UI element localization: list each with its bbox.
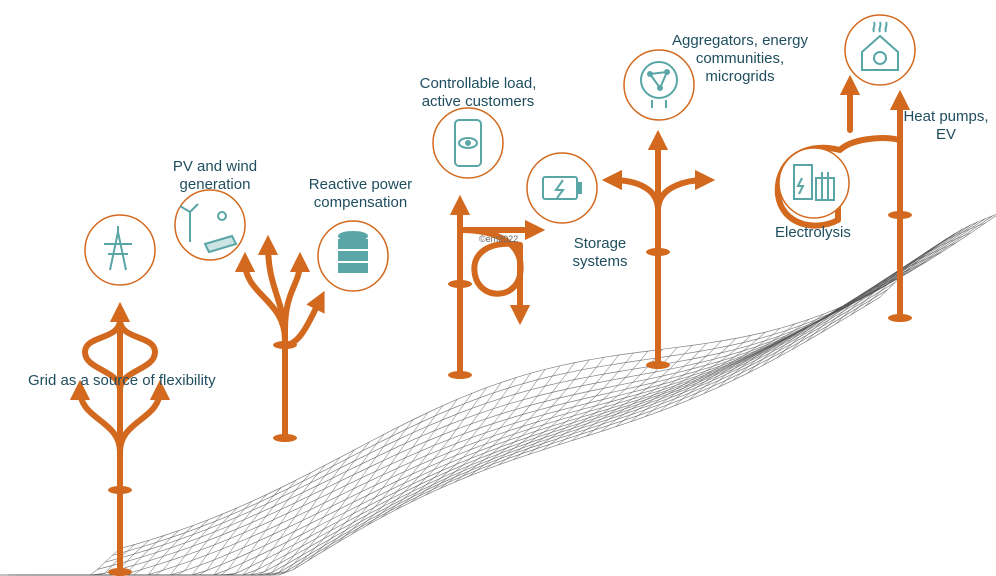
grid-arrow-left <box>69 379 123 455</box>
heat-pumps-label: Heat pumps, EV <box>896 108 996 144</box>
electrolyzer-icon <box>778 147 850 219</box>
electrolysis-label: Electrolysis <box>775 224 851 241</box>
storage-label-line2: systems <box>572 253 628 270</box>
mesh-line <box>293 419 414 570</box>
mesh-line <box>630 335 751 422</box>
icon-circles <box>84 14 916 292</box>
mesh-line <box>381 382 502 518</box>
mesh-line <box>806 261 927 342</box>
mesh-line <box>645 331 766 417</box>
mesh-line <box>586 343 707 437</box>
mesh-line <box>307 412 429 561</box>
pv-wind-label: PV and wind generation <box>160 158 270 194</box>
mesh-line <box>835 242 957 325</box>
mesh-line <box>52 248 933 576</box>
mesh-line <box>89 225 971 576</box>
mesh-line <box>45 254 926 576</box>
controllable-label-line2: active customers <box>421 93 535 110</box>
pv-label-line2: generation <box>179 176 251 193</box>
wind-solar-icon <box>174 189 246 261</box>
mesh-line <box>366 387 487 526</box>
controllable-load-label: Controllable load, active customers <box>408 75 548 111</box>
mesh-line <box>747 294 869 374</box>
mesh-line <box>425 369 546 496</box>
copyright-label: ©em2022 <box>479 234 519 244</box>
icon-glyphs <box>104 21 899 273</box>
mesh-line <box>777 278 898 358</box>
controllable-label-line1: Controllable load, <box>419 75 537 92</box>
grid-arrow-upper-right <box>117 349 158 393</box>
mesh-line <box>498 354 619 466</box>
pv-label-line1: PV and wind <box>172 158 258 175</box>
aggregators-label-line1: Aggregators, energy <box>672 32 808 49</box>
mesh-line <box>264 434 385 576</box>
aggregators-label-line3: microgrids <box>705 68 775 85</box>
mesh-line <box>689 318 810 401</box>
mesh-line <box>557 347 678 446</box>
pv-arrow-right <box>282 251 311 333</box>
mesh-line <box>601 340 722 432</box>
mesh-line <box>0 548 121 576</box>
mesh-line <box>850 232 971 316</box>
mesh-line <box>865 222 986 307</box>
mesh-line <box>322 405 443 552</box>
flow-arrows <box>69 74 911 575</box>
mesh-line <box>249 441 370 576</box>
mesh-line <box>821 252 942 333</box>
mesh-line <box>30 267 911 576</box>
mesh-line <box>104 218 986 563</box>
grid-label: Grid as a source of flexibility <box>28 372 216 389</box>
mesh-line <box>542 349 663 451</box>
grid-pylon-icon <box>84 214 156 286</box>
grid-arrow-right <box>117 379 171 455</box>
mesh-line <box>7 289 888 576</box>
mesh-line <box>73 525 194 576</box>
mesh-line <box>278 426 399 576</box>
mesh-line <box>762 286 883 366</box>
reactive-label-line2: compensation <box>313 194 408 211</box>
storage-label: Storage systems <box>560 235 640 271</box>
storage-loop-arrow <box>457 227 531 326</box>
aggregators-label: Aggregators, energy communities, microgr… <box>655 32 825 86</box>
arrow-tokens <box>108 211 912 576</box>
aggregators-label-line2: communities, <box>695 50 785 67</box>
mesh-line <box>615 338 737 427</box>
mesh-line <box>527 350 649 455</box>
mesh-line <box>132 501 253 576</box>
storage-label-line1: Storage <box>573 235 627 252</box>
mesh-line <box>703 313 825 394</box>
mesh-line <box>674 323 795 406</box>
mesh-line <box>454 362 575 483</box>
reactive-power-label: Reactive power compensation <box>298 176 423 212</box>
aggregator-arrow-right <box>655 169 716 213</box>
mesh-line <box>15 282 896 576</box>
mesh-line <box>351 393 473 535</box>
heat-label-line1: Heat pumps, <box>903 108 989 125</box>
mesh-line <box>469 359 590 477</box>
mesh-line <box>410 373 531 503</box>
mesh-line <box>439 365 561 489</box>
pv-arrow-far-right <box>282 290 325 348</box>
mesh-line <box>513 352 634 460</box>
mesh-line <box>37 261 918 576</box>
battery-icon <box>526 152 598 224</box>
mesh-line <box>571 345 693 441</box>
terrain-mesh <box>0 214 996 576</box>
mesh-line <box>483 357 605 471</box>
aggregator-arrow-left <box>601 169 661 213</box>
heat-label-line2: EV <box>935 126 956 143</box>
reactive-label-line1: Reactive power <box>308 176 413 193</box>
mesh-line <box>337 399 458 543</box>
mesh-line <box>659 328 781 412</box>
mesh-line <box>119 215 996 549</box>
mesh-line <box>395 377 517 510</box>
